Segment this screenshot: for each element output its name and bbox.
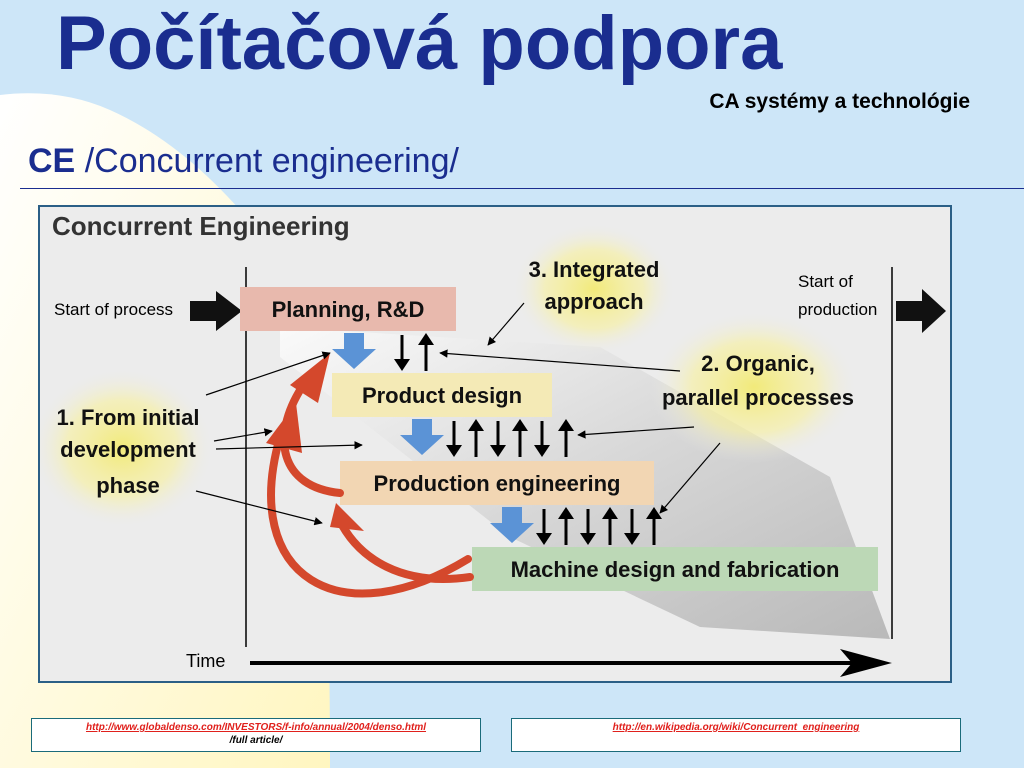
reference-box-2: http://en.wikipedia.org/wiki/Concurrent_… — [511, 718, 961, 752]
reference-link-1[interactable]: http://www.globaldenso.com/INVESTORS/f-i… — [85, 722, 427, 733]
callout-2-line-2: parallel processes — [662, 385, 854, 410]
concurrent-engineering-figure: Concurrent Engineering Start of process … — [38, 205, 952, 683]
flow-arrow-1 — [332, 333, 376, 369]
parallel-arrows-2 — [446, 419, 574, 457]
feedback-arrowhead-1 — [290, 353, 330, 403]
feedback-arrowhead-3 — [330, 503, 364, 531]
stage-box-1 — [240, 287, 456, 331]
start-process-arrow — [190, 291, 242, 331]
slide-title: Počítačová podpora — [56, 1, 783, 86]
callout-1-line-3: phase — [96, 473, 160, 498]
heading-rule — [20, 188, 1024, 189]
feedback-arrowhead-2 — [266, 403, 302, 453]
stage-label-2: Product design — [362, 383, 522, 408]
stage-box-2 — [332, 373, 552, 417]
callout-3-line-1: 3. Integrated — [529, 257, 660, 282]
reference-note-1: /full article/ — [229, 735, 283, 746]
time-label: Time — [186, 651, 225, 671]
ce-text: /Concurrent engineering/ — [84, 142, 459, 180]
ce-heading: CE /Concurrent engineering/ — [28, 142, 459, 181]
callout-1-line-2: development — [60, 437, 196, 462]
stage-label-4: Machine design and fabrication — [511, 557, 840, 582]
callout-2-pointers — [439, 349, 721, 514]
feedback-arrows — [267, 383, 474, 598]
callout-1-pointers — [195, 351, 363, 526]
start-production-arrow — [896, 289, 946, 333]
reference-box-1: http://www.globaldenso.com/INVESTORS/f-i… — [31, 718, 481, 752]
parallel-arrows-1 — [394, 333, 434, 371]
flow-arrow-3 — [490, 507, 534, 543]
parallel-arrows-3 — [536, 507, 662, 545]
glow-callout-2 — [650, 311, 858, 463]
stage-label-1: Planning, R&D — [272, 297, 425, 322]
slide-subtitle: CA systémy a technológie — [709, 90, 970, 113]
ce-abbrev: CE — [28, 142, 76, 180]
stage-box-3 — [340, 461, 654, 505]
callout-3-pointer — [487, 302, 525, 346]
stage-label-3: Production engineering — [374, 471, 621, 496]
callout-2-line-1: 2. Organic, — [701, 351, 815, 376]
callout-1-line-1: 1. From initial — [56, 405, 199, 430]
glow-callout-3 — [512, 223, 676, 355]
stage-box-4 — [472, 547, 878, 591]
start-production-label-1: Start of — [798, 272, 853, 291]
reference-link-2[interactable]: http://en.wikipedia.org/wiki/Concurrent_… — [612, 722, 860, 733]
glow-callout-1 — [40, 368, 214, 528]
start-process-label: Start of process — [54, 300, 173, 319]
callout-3-line-2: approach — [544, 289, 643, 314]
time-arrowhead — [840, 649, 892, 677]
start-production-label-2: production — [798, 300, 877, 319]
diagram-svg: Concurrent Engineering Start of process … — [40, 211, 946, 677]
flow-arrow-2 — [400, 419, 444, 455]
diagram-heading: Concurrent Engineering — [52, 211, 350, 241]
